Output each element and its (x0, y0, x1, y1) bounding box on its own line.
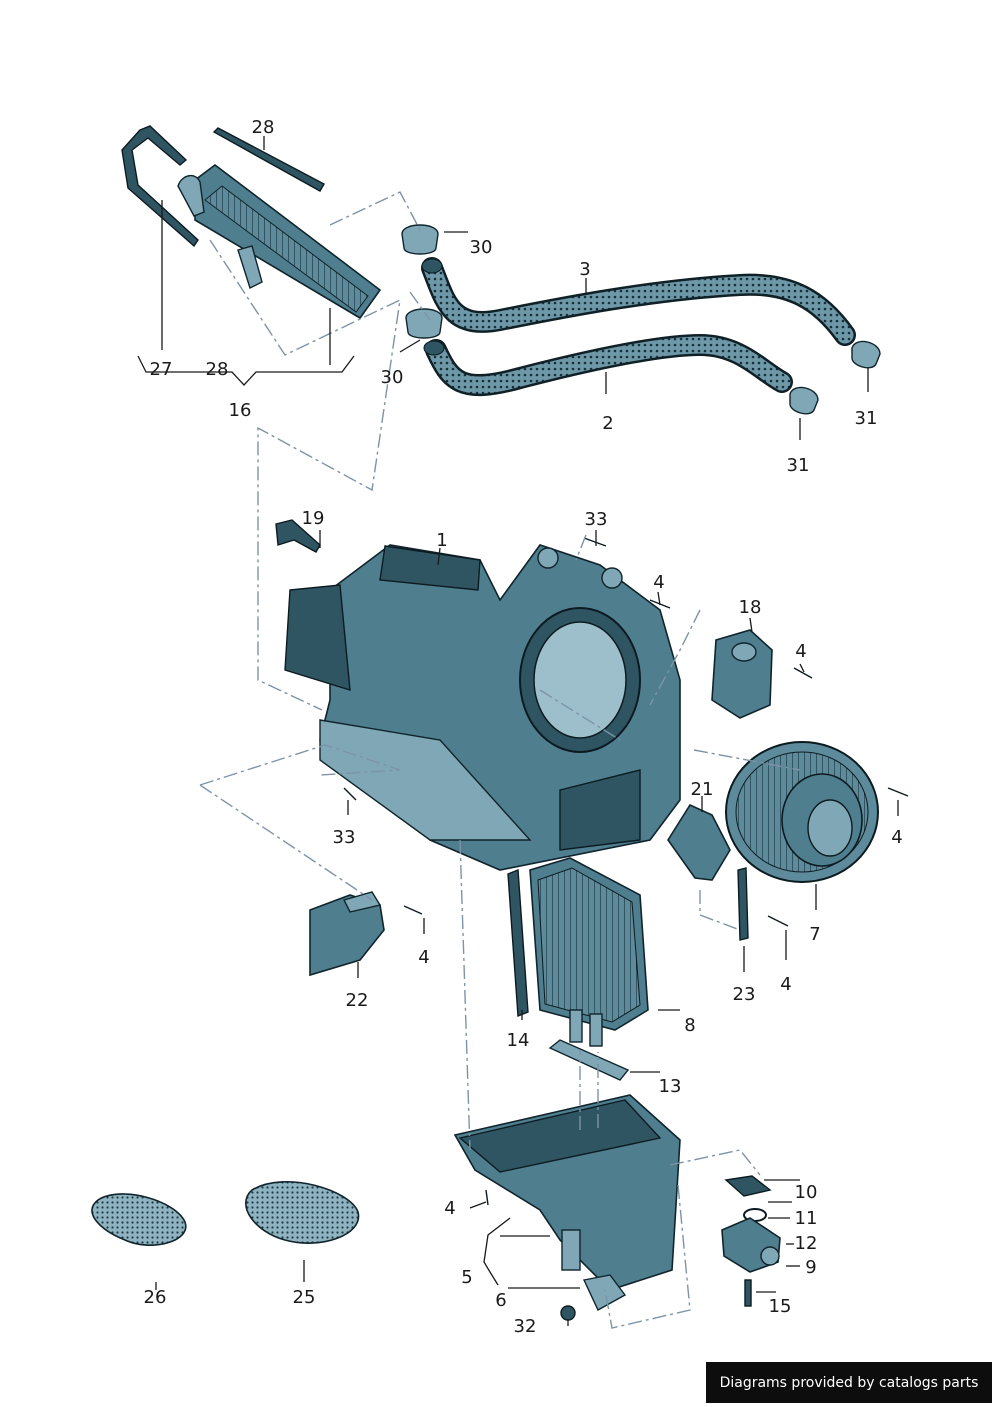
callout-21: 21 (690, 779, 714, 800)
clamp-31-right (851, 340, 881, 369)
callout-11: 11 (794, 1208, 818, 1229)
seal-13 (548, 1039, 630, 1081)
callout-6: 6 (495, 1290, 507, 1311)
callout-27: 27 (149, 359, 173, 380)
callout-30: 30 (469, 237, 493, 258)
callout-28: 28 (251, 117, 275, 138)
callout-28: 28 (205, 359, 229, 380)
callout-31: 31 (786, 455, 810, 476)
heater-pipe-upper (177, 175, 205, 217)
callout-8: 8 (684, 1015, 696, 1036)
hose-2 (423, 334, 793, 397)
clamp-30-lower (405, 308, 443, 339)
callout-3: 3 (579, 259, 591, 280)
callout-7: 7 (809, 924, 821, 945)
actuator-22 (309, 891, 385, 977)
callout-22: 22 (345, 990, 369, 1011)
flange-6 (582, 1274, 627, 1311)
callout-1: 1 (436, 530, 448, 551)
callout-15: 15 (768, 1296, 792, 1317)
heater-core-group (121, 125, 382, 320)
callout-12: 12 (794, 1233, 818, 1254)
callout-14: 14 (506, 1030, 530, 1051)
hose-clamps (401, 224, 881, 415)
credit-banner: Diagrams provided by catalogs parts (706, 1362, 992, 1403)
callout-4: 4 (795, 641, 807, 662)
callout-18: 18 (738, 597, 762, 618)
callout-10: 10 (794, 1182, 818, 1203)
callout-32: 32 (513, 1316, 537, 1337)
callout-4: 4 (891, 827, 903, 848)
heater-pipe-lower (237, 245, 263, 289)
filter-25 (245, 1181, 360, 1244)
blower-motor-7 (725, 741, 879, 883)
housing-1 (284, 544, 681, 871)
callout-4: 4 (780, 974, 792, 995)
resistor-21 (667, 803, 731, 881)
callout-30: 30 (380, 367, 404, 388)
heater-bracket-27 (121, 125, 199, 248)
filter-26 (91, 1193, 187, 1246)
callout-2: 2 (602, 413, 614, 434)
callout-4: 4 (653, 572, 665, 593)
assembly-lines (199, 191, 801, 1329)
callout-26: 26 (143, 1287, 167, 1308)
callout-19: 19 (301, 508, 325, 529)
hose-3 (421, 257, 856, 346)
screw-15 (744, 1279, 752, 1307)
callout-5: 5 (461, 1267, 473, 1288)
temp-sensor-19 (275, 519, 321, 553)
actuator-18 (711, 629, 773, 719)
o-ring-12 (760, 1246, 780, 1266)
callout-4: 4 (418, 947, 430, 968)
callout-16: 16 (228, 400, 252, 421)
callout-25: 25 (292, 1287, 316, 1308)
callout-33: 33 (584, 509, 608, 530)
evaporator-8 (529, 857, 649, 1047)
screws (343, 537, 909, 1321)
callout-23: 23 (732, 984, 756, 1005)
expansion-valve-9 (721, 1175, 781, 1307)
clamp-30-upper (401, 224, 439, 255)
foam-strip-14 (507, 868, 529, 1018)
plate-10 (724, 1175, 772, 1197)
rod-23 (737, 867, 749, 941)
callout-31: 31 (854, 408, 878, 429)
clamp-31-lower (789, 386, 819, 415)
housing-outlet-duct (284, 584, 351, 691)
foam-strip-28-top (212, 127, 325, 192)
callout-4: 4 (444, 1198, 456, 1219)
callout-13: 13 (658, 1076, 682, 1097)
leader-lines (137, 136, 899, 1326)
housing-top-duct (379, 545, 481, 591)
callout-9: 9 (805, 1257, 817, 1278)
callout-33: 33 (332, 827, 356, 848)
lower-housing-5 (453, 1094, 681, 1311)
